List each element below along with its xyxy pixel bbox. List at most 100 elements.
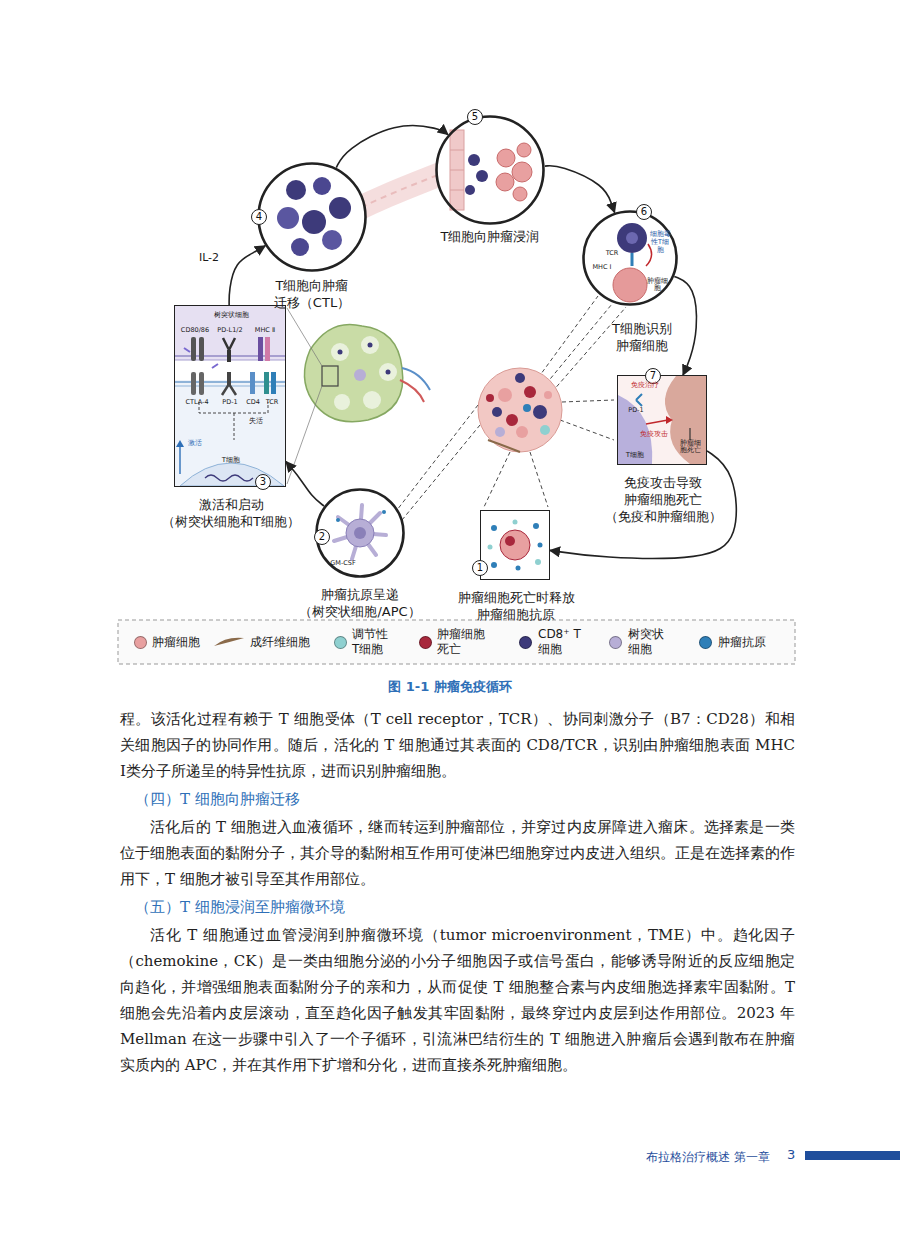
lymph-node	[354, 369, 366, 381]
dashed-leader	[538, 296, 598, 378]
dendritic-cell	[354, 527, 366, 539]
t-cell-recognition	[646, 244, 652, 266]
circle-outline	[257, 162, 367, 272]
tumor-mass	[492, 407, 502, 417]
ctl-cells	[286, 180, 306, 200]
tumor-mass	[478, 368, 562, 452]
synapse-panel	[234, 413, 235, 440]
legend-text: 肿瘤细胞死亡	[437, 627, 487, 657]
synapse-panel	[264, 372, 269, 394]
tumor-infiltration	[476, 170, 488, 182]
antigen-release	[516, 566, 521, 571]
dashed-leader	[397, 405, 478, 510]
section-heading: （五）T 细胞浸润至肿瘤微环境	[120, 894, 795, 920]
cycle-arrow	[550, 451, 736, 559]
tumor-mass	[540, 425, 550, 435]
legend-text: 肿瘤细胞	[152, 635, 212, 650]
synapse-panel	[223, 338, 235, 350]
legend-swatch	[699, 636, 712, 649]
tumor-mass	[495, 427, 505, 437]
ctl-cells	[277, 207, 299, 229]
circle-outline	[259, 164, 366, 271]
legend-text: 树突状细胞	[628, 627, 668, 657]
synapse-panel	[227, 350, 231, 362]
legend-text: 调节性T细胞	[352, 627, 394, 657]
part-label: CD4	[243, 399, 263, 406]
dashed-leader	[552, 307, 626, 392]
part-label: 激活	[184, 439, 206, 447]
body-paragraph: 活化 T 细胞通过血管浸润到肿瘤微环境（tumor microenvironme…	[120, 922, 795, 1078]
cycle-arrow	[336, 126, 448, 168]
lymph-node	[402, 368, 430, 390]
tumor-infiltration	[437, 117, 543, 223]
synapse-panel	[271, 372, 276, 394]
t-cell-recognition	[584, 212, 676, 304]
legend-text: CD8⁺ T细胞	[538, 627, 590, 657]
dendritic-cell	[346, 519, 374, 547]
tumor-infiltration	[465, 185, 475, 195]
immune-attack	[646, 420, 668, 424]
body-paragraph: 活化后的 T 细胞进入血液循环，继而转运到肿瘤部位，并穿过内皮屏障进入瘤床。选择…	[120, 814, 795, 892]
tumor-mass	[498, 388, 512, 402]
ctl-cells	[259, 164, 365, 270]
ctl-cells	[329, 197, 351, 219]
callout-number: 5	[467, 109, 483, 125]
antigen-release	[500, 530, 530, 560]
legend-swatch	[419, 636, 432, 649]
antigen-release	[491, 525, 497, 531]
dashed-leader	[560, 420, 614, 440]
lymph-node	[368, 343, 373, 348]
cycle-arrow	[229, 246, 265, 305]
step-circle: 6T细胞识别 肿瘤细胞细胞毒性T细胞TCRMHC Ⅰ肿瘤细胞	[582, 210, 678, 306]
dashed-leader	[484, 452, 510, 507]
circle-outline	[584, 212, 677, 305]
legend-swatch	[609, 636, 622, 649]
part-label: CTLA-4	[182, 399, 212, 406]
tumor-mass	[533, 405, 547, 419]
synapse-panel	[175, 380, 285, 486]
legend-text: 肿瘤抗原	[718, 635, 778, 650]
step-circle: 5T细胞向肿瘤浸润	[435, 115, 545, 225]
lymph-node	[361, 336, 379, 354]
antigen-release	[513, 520, 518, 525]
body-text: 程。该活化过程有赖于 T 细胞受体（T cell receptor，TCR）、协…	[120, 706, 795, 1078]
tumor-mass	[516, 426, 528, 438]
legend-swatch	[519, 636, 532, 649]
immune-attack	[636, 394, 642, 406]
part-label: PD-1	[624, 407, 648, 414]
synapse-panel	[191, 337, 196, 361]
part-label: MHC Ⅱ	[250, 327, 280, 334]
callout-number: 6	[636, 204, 652, 220]
antigen-release	[538, 543, 543, 548]
lymph-node	[287, 308, 430, 484]
body-paragraph: 程。该活化过程有赖于 T 细胞受体（T cell receptor，TCR）、协…	[120, 706, 795, 784]
tumor-infiltration	[497, 149, 515, 167]
synapse-panel	[265, 337, 270, 361]
t-cell-recognition	[626, 232, 638, 244]
circle-outline	[317, 490, 404, 577]
callout-number: 2	[314, 529, 330, 545]
legend-swatch	[134, 636, 147, 649]
t-cell-recognition	[584, 212, 676, 304]
tumor-infiltration	[468, 154, 480, 166]
section-heading: （四）T 细胞向肿瘤迁移	[120, 786, 795, 812]
tumor-infiltration	[513, 187, 527, 201]
lymph-node	[331, 343, 349, 361]
tumor-mass	[486, 394, 494, 402]
t-cell-recognition	[613, 268, 647, 302]
part-label: MHC Ⅰ	[588, 264, 616, 271]
dashed-leader	[562, 400, 614, 402]
cycle-arrow	[286, 462, 324, 506]
legend-text: 成纤维细胞	[250, 635, 322, 650]
legend-frame	[118, 620, 795, 664]
immune-attack	[689, 428, 690, 440]
part-label: T细胞	[214, 456, 248, 464]
figure-caption: 图 1-1 肿瘤免疫循环	[388, 678, 512, 696]
antigen-release	[481, 511, 549, 579]
dashed-leader	[546, 304, 612, 384]
part-label: 树突状细胞	[201, 311, 261, 319]
step-box: 1肿瘤细胞死亡时释放 肿瘤细胞抗原	[480, 510, 550, 580]
antigen-release	[533, 523, 539, 529]
